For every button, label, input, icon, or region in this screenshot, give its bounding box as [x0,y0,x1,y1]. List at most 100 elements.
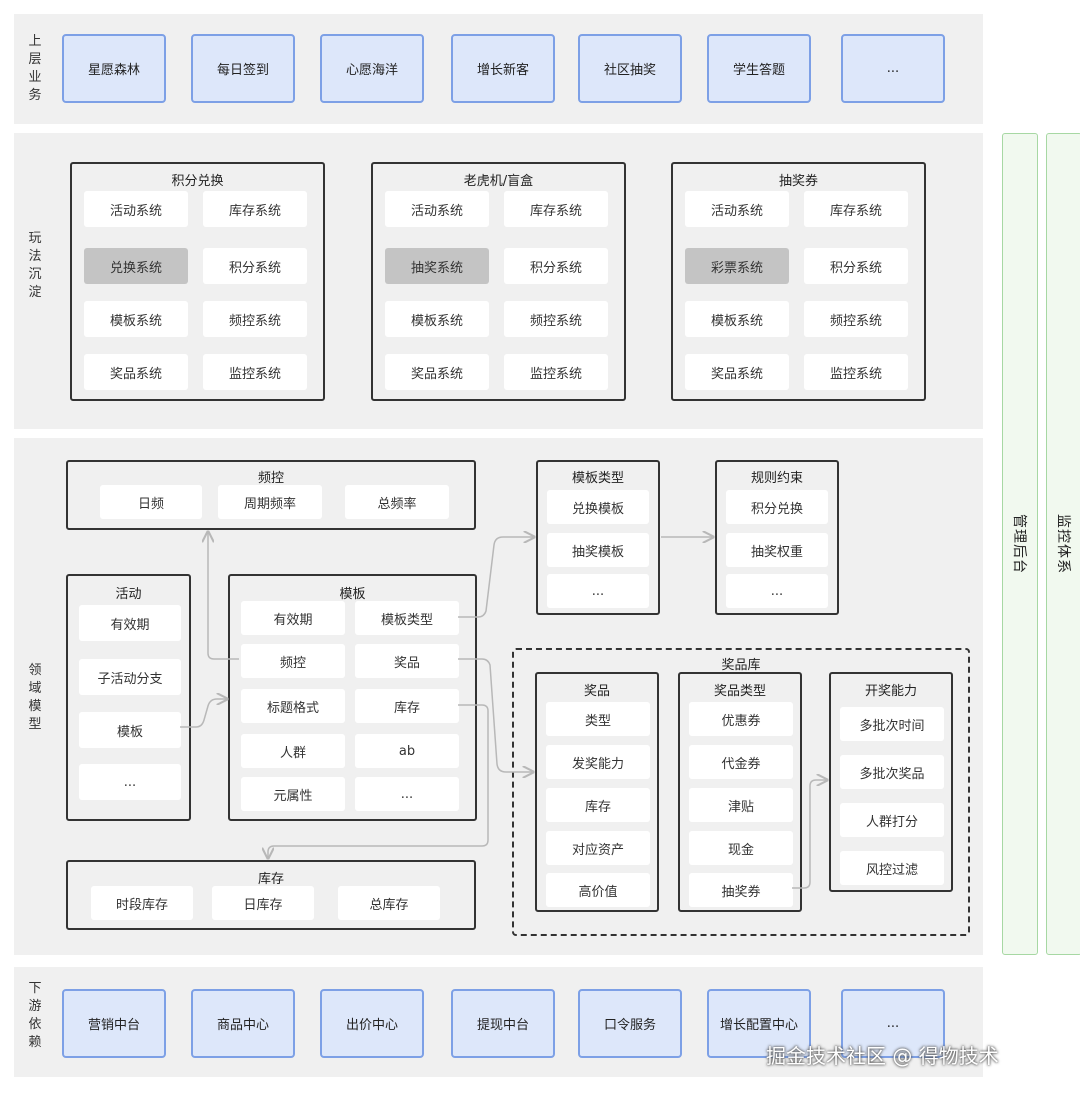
play-cell: 监控系统 [203,354,307,390]
play-cell: 活动系统 [685,191,789,227]
prize-item: 库存 [546,788,650,822]
play-cell: 奖品系统 [84,354,188,390]
admin-sidebar: 管理后台 [1002,133,1038,955]
bottom-item: 提现中台 [451,989,555,1058]
prize-library-title: 奖品库 [721,658,761,673]
play-cell: 频控系统 [504,301,608,337]
prize-type-title: 奖品类型 [713,684,766,699]
top-item: 星愿森林 [62,34,166,103]
template-type-item: ... [547,574,649,608]
stock-item: 总库存 [338,886,440,920]
play-cell: 监控系统 [504,354,608,390]
prize-item: 发奖能力 [546,745,650,779]
play-cell: 库存系统 [804,191,908,227]
bottom-item: 出价中心 [320,989,424,1058]
play-cell: 模板系统 [685,301,789,337]
prize-item: 对应资产 [546,831,650,865]
prize-type-box: 奖品类型 优惠券 代金券 津贴 现金 抽奖券 [678,672,802,912]
rules-item: 积分兑换 [726,490,828,524]
play-cell-highlight: 抽奖系统 [385,248,489,284]
play-cell: 积分系统 [504,248,608,284]
play-cell: 库存系统 [203,191,307,227]
monitor-sidebar: 监控体系 [1046,133,1080,955]
top-item: 学生答题 [707,34,811,103]
activity-item: 模板 [79,712,181,748]
draw-ability-item: 多批次奖品 [840,755,944,789]
bottom-layer-label: 下游依赖 [28,981,42,1050]
bottom-item: 商品中心 [191,989,295,1058]
stock-box: 库存 时段库存 日库存 总库存 [66,860,476,930]
domain-layer-label: 领域模型 [28,663,42,732]
template-item: 模板类型 [355,601,459,635]
play-layer-label: 玩法沉淀 [28,231,42,300]
play-group-slot-machine: 老虎机/盲盒 活动系统 库存系统 抽奖系统 积分系统 模板系统 频控系统 奖品系… [371,162,626,401]
top-item: 心愿海洋 [320,34,424,103]
draw-ability-item: 风控过滤 [840,851,944,885]
play-cell: 奖品系统 [685,354,789,390]
prize-type-item: 优惠券 [689,702,793,736]
draw-ability-item: 人群打分 [840,803,944,837]
template-item: 标题格式 [241,689,345,723]
stock-item: 日库存 [212,886,314,920]
template-box: 模板 有效期 模板类型 频控 奖品 标题格式 库存 人群 ab 元属性 ... [228,574,477,821]
play-group-points-exchange: 积分兑换 活动系统 库存系统 兑换系统 积分系统 模板系统 频控系统 奖品系统 … [70,162,325,401]
template-type-item: 兑换模板 [547,490,649,524]
top-layer-label: 上层业务 [28,34,42,103]
activity-item: ... [79,764,181,800]
play-cell: 活动系统 [385,191,489,227]
prize-type-item: 现金 [689,831,793,865]
template-type-item: 抽奖模板 [547,533,649,567]
template-item: 频控 [241,644,345,678]
play-cell: 频控系统 [804,301,908,337]
prize-type-item: 抽奖券 [689,873,793,907]
prize-item: 类型 [546,702,650,736]
top-item: 社区抽奖 [578,34,682,103]
freq-control-box: 频控 日频 周期频率 总频率 [66,460,476,530]
draw-ability-box: 开奖能力 多批次时间 多批次奖品 人群打分 风控过滤 [829,672,953,892]
play-cell: 库存系统 [504,191,608,227]
play-cell: 积分系统 [804,248,908,284]
prize-library: 奖品库 [512,648,970,936]
draw-ability-item: 多批次时间 [840,707,944,741]
play-cell: 模板系统 [84,301,188,337]
freq-item: 日频 [100,485,202,519]
stock-item: 时段库存 [91,886,193,920]
rules-item: 抽奖权重 [726,533,828,567]
play-group-title: 积分兑换 [171,174,224,189]
prize-type-item: 津贴 [689,788,793,822]
play-cell-highlight: 彩票系统 [685,248,789,284]
activity-item: 子活动分支 [79,659,181,695]
rules-item: ... [726,574,828,608]
template-item: 人群 [241,734,345,768]
freq-control-title: 频控 [257,471,284,486]
top-item: ... [841,34,945,103]
prize-box: 奖品 类型 发奖能力 库存 对应资产 高价值 [535,672,659,912]
template-type-box: 模板类型 兑换模板 抽奖模板 ... [536,460,660,615]
play-group-title: 老虎机/盲盒 [463,174,534,189]
template-item: ab [355,734,459,768]
bottom-item: ... [841,989,945,1058]
template-title: 模板 [339,587,366,602]
activity-box: 活动 有效期 子活动分支 模板 ... [66,574,191,821]
play-cell: 活动系统 [84,191,188,227]
play-group-title: 抽奖券 [778,174,818,189]
template-item: 元属性 [241,777,345,811]
prize-type-item: 代金券 [689,745,793,779]
bottom-item: 口令服务 [578,989,682,1058]
play-cell: 监控系统 [804,354,908,390]
top-item: 每日签到 [191,34,295,103]
template-item: 库存 [355,689,459,723]
top-item: 增长新客 [451,34,555,103]
play-cell: 积分系统 [203,248,307,284]
bottom-item: 增长配置中心 [707,989,811,1058]
stock-title: 库存 [257,872,284,887]
play-cell: 频控系统 [203,301,307,337]
play-cell-highlight: 兑换系统 [84,248,188,284]
freq-item: 周期频率 [218,485,322,519]
freq-item: 总频率 [345,485,449,519]
prize-item: 高价值 [546,873,650,907]
template-item: 有效期 [241,601,345,635]
activity-title: 活动 [115,587,142,602]
template-type-title: 模板类型 [571,471,624,486]
draw-ability-title: 开奖能力 [864,684,917,699]
